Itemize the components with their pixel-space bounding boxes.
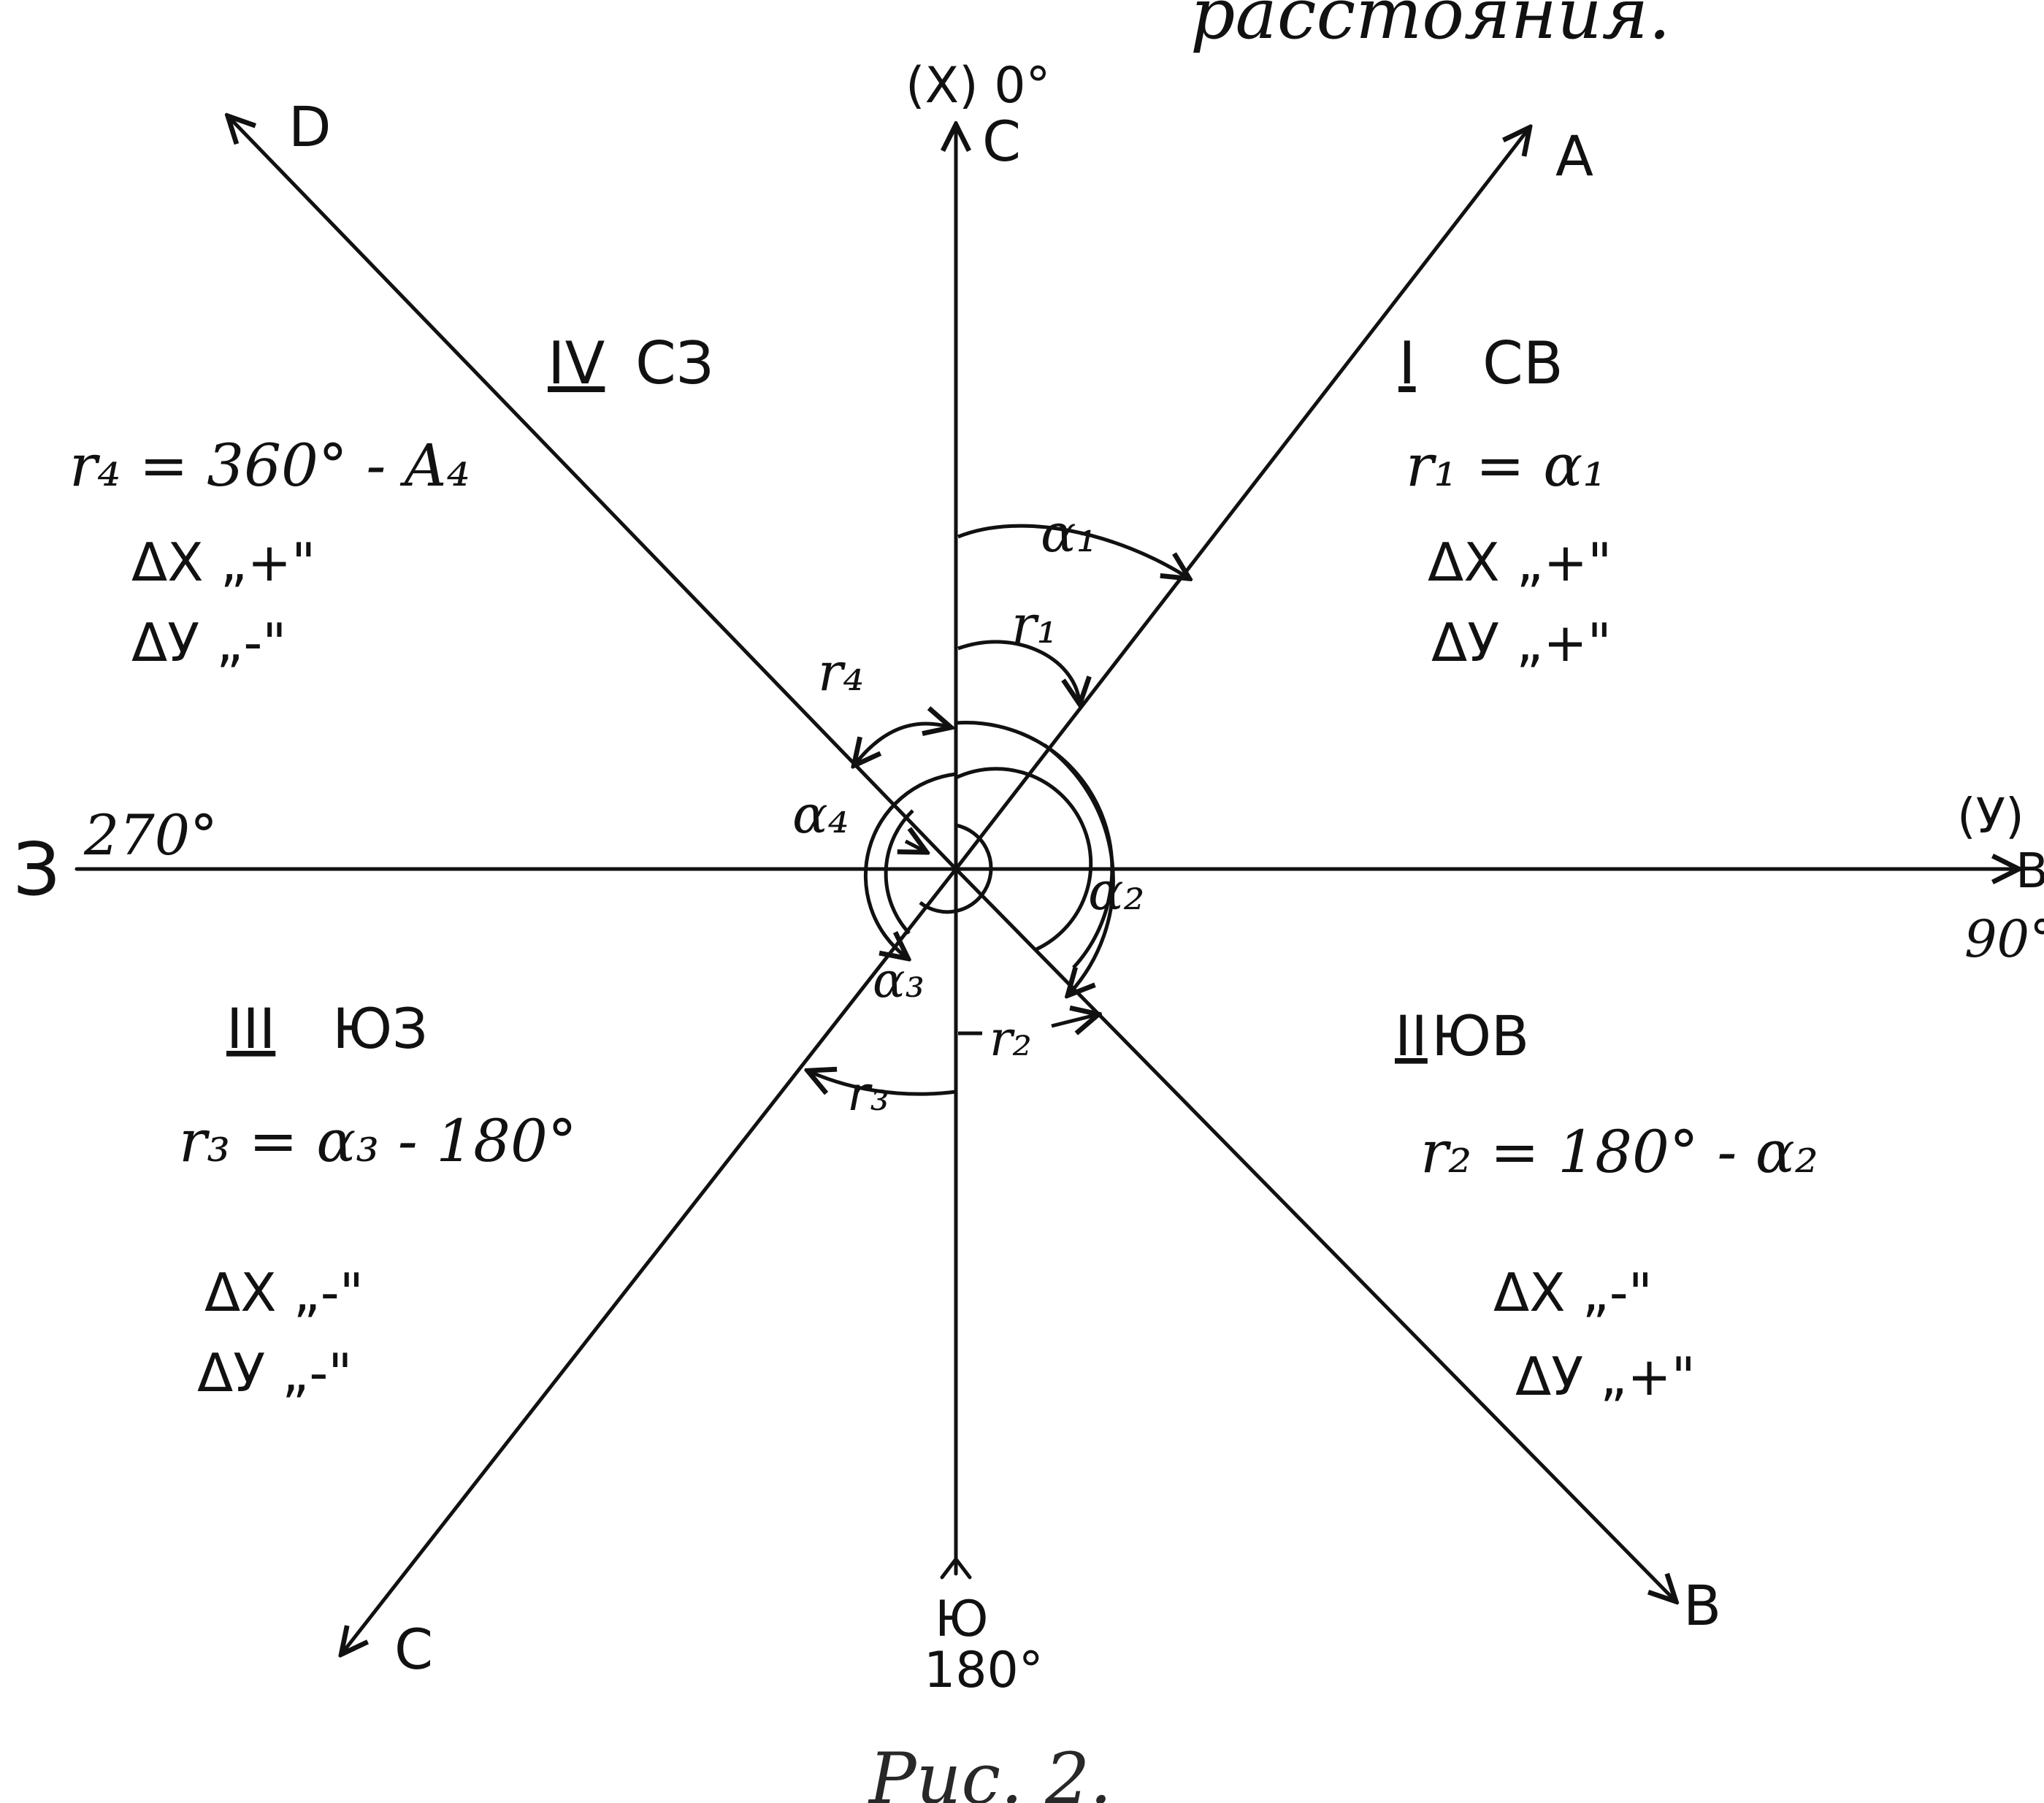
top-caption: расстояния.	[1190, 0, 1671, 55]
line-to-B	[954, 867, 1674, 1599]
r1-label: r₁	[1011, 594, 1057, 655]
quadrant-II-formula: r₂ = 180° - α₂	[1420, 1118, 1818, 1186]
east-label: В	[2016, 843, 2044, 899]
quadrant-I-dx: ΔX „+"	[1428, 532, 1612, 593]
alpha3-arc	[919, 823, 993, 914]
alpha4-pointer	[906, 841, 924, 851]
line-to-A	[954, 130, 1528, 871]
south-label: Ю	[935, 1590, 988, 1648]
point-D-label: D	[288, 94, 332, 159]
quadrant-IV-formula: r₄ = 360° - A₄	[69, 432, 470, 499]
alpha2-inner-arc	[954, 767, 1093, 952]
north-label: С	[982, 109, 1021, 174]
quadrant-I-formula: r₁ = α₁	[1406, 432, 1606, 499]
r3-arc	[811, 1072, 957, 1096]
quadrant-I-name: СВ	[1482, 329, 1563, 397]
quadrant-III-name: ЮЗ	[332, 996, 428, 1061]
point-A-label: A	[1555, 123, 1593, 188]
south-tick	[940, 1555, 972, 1580]
quadrant-II-dx: ΔX „-"	[1493, 1262, 1653, 1323]
r1-arc-middle	[955, 721, 1114, 969]
east-y-label: (У)	[1957, 788, 2024, 844]
line-to-C	[343, 867, 958, 1652]
quadrant-IV-numeral: IV	[548, 329, 605, 397]
quadrant-II-name: ЮВ	[1431, 1003, 1529, 1068]
quadrant-II-dy: ΔУ „+"	[1515, 1346, 1696, 1407]
r1-arc	[957, 640, 1079, 701]
alpha4-label: α₄	[792, 784, 849, 845]
r4-arc	[856, 724, 948, 763]
quadrant-IV-dy: ΔУ „-"	[131, 612, 286, 673]
quadrant-I-dy: ΔУ „+"	[1431, 612, 1612, 673]
quadrant-III-dx: ΔX „-"	[204, 1262, 364, 1323]
quadrant-IV-dx: ΔX „+"	[131, 532, 315, 593]
alpha1-arc	[957, 524, 1187, 577]
bottom-caption: Рис. 2.	[868, 1738, 1112, 1803]
point-C-label: C	[394, 1617, 433, 1682]
east-degree-label: 90°	[1964, 909, 2044, 969]
quadrant-I-numeral: I	[1398, 329, 1416, 397]
south-degree-label: 180°	[924, 1642, 1044, 1699]
quadrant-II-numeral: II	[1395, 1003, 1428, 1068]
quadrant-IV-name: СЗ	[635, 329, 713, 397]
west-label: З	[13, 827, 60, 912]
quadrant-III-formula: r₃ = α₃ - 180°	[179, 1107, 577, 1175]
point-B-label: B	[1683, 1573, 1721, 1638]
alpha3-arrow-arc	[863, 772, 957, 957]
r3-label: r₃	[847, 1065, 889, 1122]
alpha2-label: α₂	[1088, 860, 1144, 922]
r4-label: r₄	[818, 641, 864, 703]
alpha4-arc-inner	[884, 809, 914, 935]
quadrant-III-dy: ΔУ „-"	[197, 1342, 352, 1404]
north-top-label: (X) 0°	[906, 57, 1051, 115]
alpha1-label: α₁	[1041, 502, 1097, 564]
west-degree-label: 270°	[83, 803, 218, 868]
alpha3-label: α₃	[873, 952, 925, 1008]
r2-pointer	[1051, 1015, 1095, 1026]
quadrant-III-numeral: III	[226, 996, 275, 1061]
line-to-D	[230, 118, 958, 871]
alpha2-arc	[1043, 743, 1115, 993]
r2-label: r₂	[990, 1011, 1032, 1067]
